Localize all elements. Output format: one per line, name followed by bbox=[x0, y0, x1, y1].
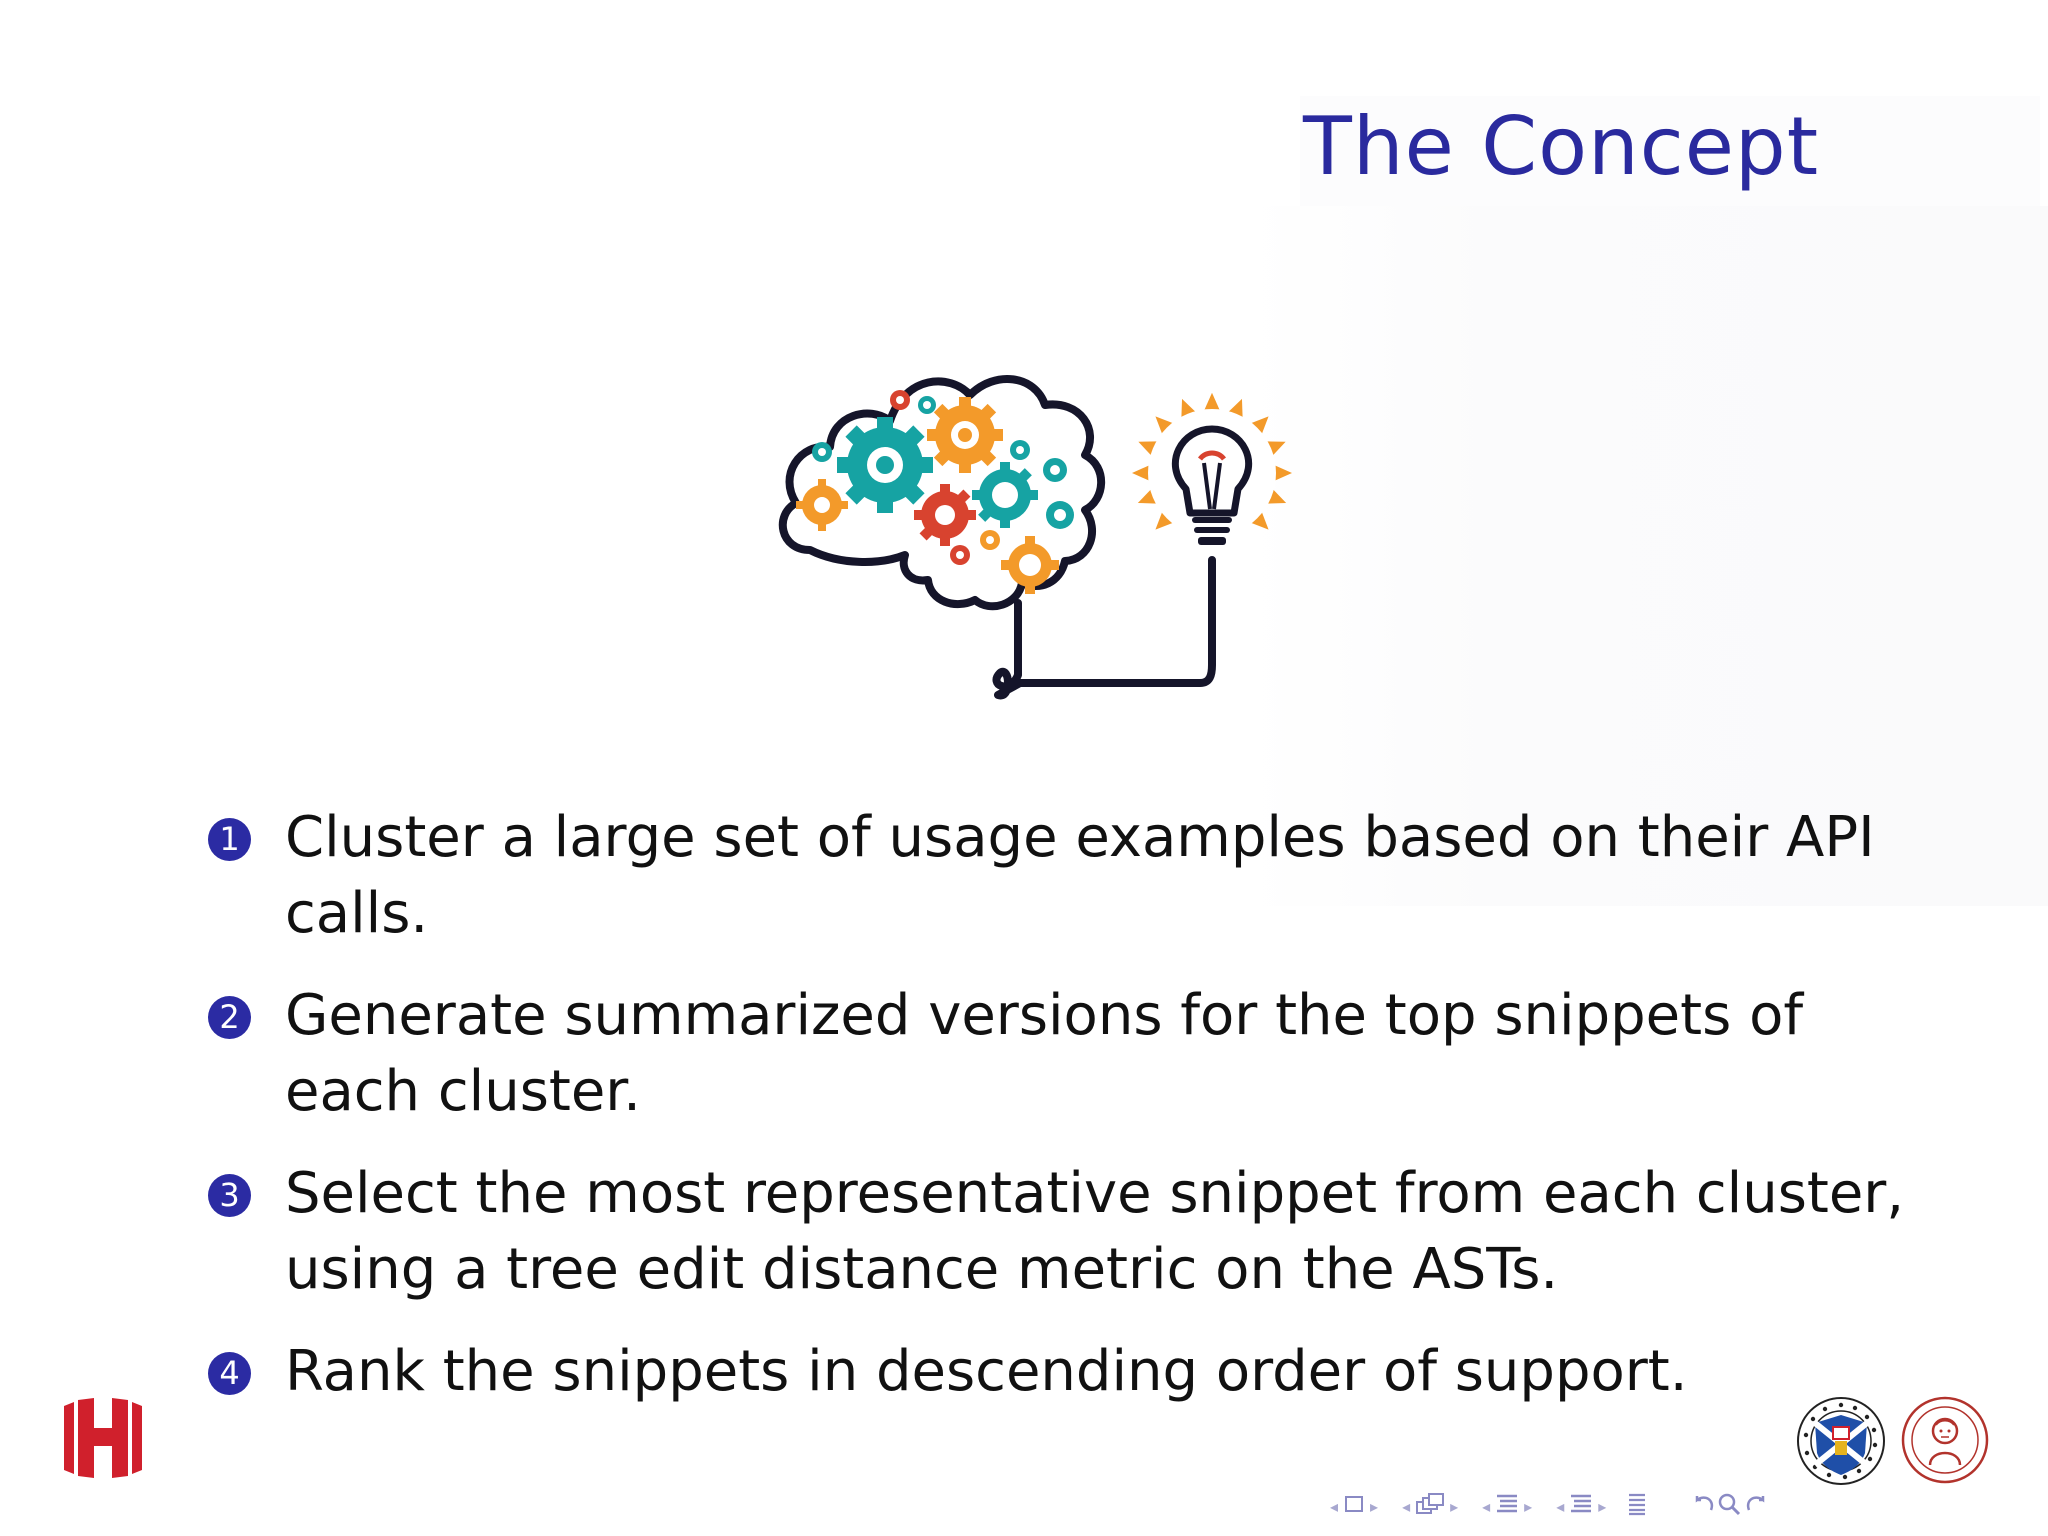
frame-prev-icon[interactable]: ◂ bbox=[1330, 1496, 1339, 1516]
frame-nav: ◂ ▸ bbox=[1325, 1495, 1383, 1517]
item-text: Cluster a large set of usage examples ba… bbox=[285, 805, 1875, 946]
search-nav bbox=[1689, 1492, 1771, 1520]
lightbulb-icon bbox=[1132, 393, 1292, 545]
list-item: 1 Cluster a large set of usage examples … bbox=[205, 800, 1905, 952]
list-item: 3 Select the most representative snippet… bbox=[205, 1156, 1905, 1308]
subsection-next-icon[interactable]: ▸ bbox=[1450, 1496, 1459, 1516]
search-icon[interactable] bbox=[1717, 1492, 1743, 1520]
gear-orange-left bbox=[796, 479, 848, 531]
presentation-prev-icon[interactable]: ◂ bbox=[1556, 1496, 1565, 1516]
item-text: Generate summarized versions for the top… bbox=[285, 983, 1804, 1124]
slide-title: The Concept bbox=[1303, 100, 1820, 193]
item-number: 1 bbox=[208, 818, 251, 861]
beamer-navigation: ◂ ▸ ◂ ▸ ◂ ▸ ◂ ▸ bbox=[1325, 1488, 1785, 1524]
list-item: 4 Rank the snippets in descending order … bbox=[205, 1334, 1905, 1410]
subsection-icon[interactable] bbox=[1415, 1493, 1445, 1519]
item-text: Select the most representative snippet f… bbox=[285, 1161, 1905, 1302]
presentation-nav: ◂ ▸ bbox=[1551, 1493, 1611, 1519]
forward-icon[interactable] bbox=[1743, 1492, 1771, 1520]
university-of-edinburgh-crest bbox=[1797, 1397, 1885, 1485]
frame-icon[interactable] bbox=[1343, 1495, 1365, 1517]
section-icon[interactable] bbox=[1495, 1493, 1519, 1519]
presentation-icon[interactable] bbox=[1569, 1493, 1593, 1519]
gear-orange-top bbox=[927, 397, 1003, 473]
cord-path bbox=[992, 556, 1216, 700]
subsection-prev-icon[interactable]: ◂ bbox=[1402, 1496, 1411, 1516]
gear-teal-large bbox=[837, 417, 933, 513]
presentation-next-icon[interactable]: ▸ bbox=[1598, 1496, 1607, 1516]
item-number: 4 bbox=[208, 1352, 251, 1395]
title-panel bbox=[1300, 96, 2040, 206]
h-logo bbox=[64, 1398, 142, 1478]
section-nav: ◂ ▸ bbox=[1477, 1493, 1537, 1519]
back-icon[interactable] bbox=[1689, 1492, 1717, 1520]
gear-teal-right bbox=[972, 462, 1038, 528]
background-panel bbox=[1248, 206, 2048, 906]
appendix-icon[interactable] bbox=[1625, 1492, 1649, 1520]
subsection-nav: ◂ ▸ bbox=[1397, 1493, 1463, 1519]
item-number: 2 bbox=[208, 996, 251, 1039]
list-item: 2 Generate summarized versions for the t… bbox=[205, 978, 1905, 1130]
brain-gears-illustration bbox=[778, 375, 1292, 700]
numbered-list: 1 Cluster a large set of usage examples … bbox=[205, 800, 1905, 1436]
section-next-icon[interactable]: ▸ bbox=[1524, 1496, 1533, 1516]
aristotle-university-seal bbox=[1901, 1396, 1989, 1484]
frame-next-icon[interactable]: ▸ bbox=[1370, 1496, 1379, 1516]
item-number: 3 bbox=[208, 1174, 251, 1217]
item-text: Rank the snippets in descending order of… bbox=[285, 1339, 1688, 1404]
appendix-nav bbox=[1625, 1492, 1649, 1520]
gear-orange-bottom bbox=[1001, 536, 1059, 594]
section-prev-icon[interactable]: ◂ bbox=[1482, 1496, 1491, 1516]
